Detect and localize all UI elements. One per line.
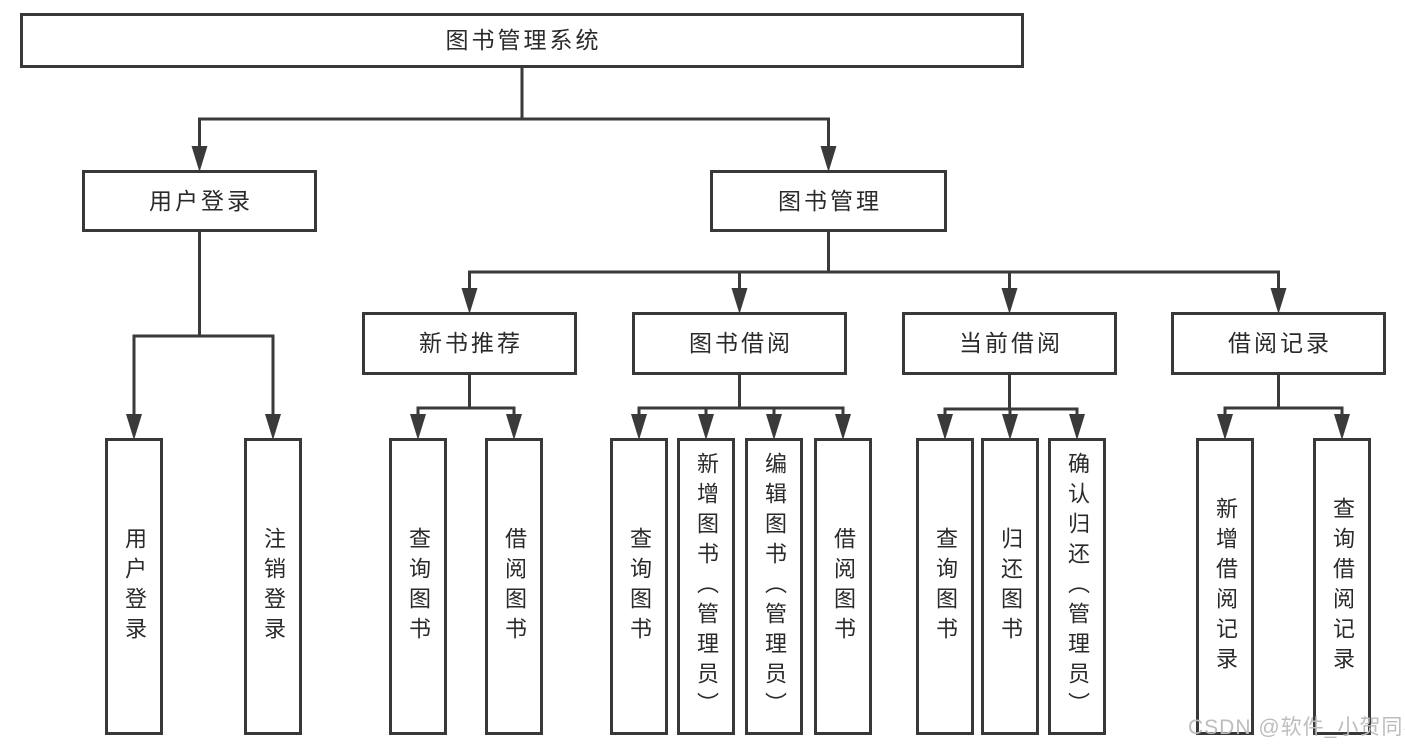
- node-bb-borrow: 借阅图书: [814, 438, 872, 735]
- node-cb-return: 归还图书: [981, 438, 1039, 735]
- node-label: 新书推荐: [419, 330, 523, 356]
- node-label: 新增图书（管理员）: [694, 451, 719, 722]
- node-bb-add: 新增图书（管理员）: [677, 438, 735, 735]
- node-label: 当前借阅: [959, 330, 1063, 356]
- node-label: 图书管理: [778, 187, 882, 214]
- node-label: 归还图书: [998, 526, 1023, 647]
- node-book-mgmt: 图书管理: [710, 170, 947, 232]
- node-root: 图书管理系统: [20, 13, 1024, 68]
- node-book-borrow: 图书借阅: [632, 312, 847, 375]
- node-label: 借阅图书: [502, 526, 527, 647]
- node-nb-query: 查询图书: [389, 438, 447, 735]
- node-cb-confirm: 确认归还（管理员）: [1048, 438, 1106, 735]
- node-label: 编辑图书（管理员）: [762, 451, 787, 722]
- node-label: 用户登录: [122, 526, 147, 647]
- node-label: 新增借阅记录: [1213, 496, 1238, 677]
- node-label: 图书管理系统: [445, 27, 602, 53]
- node-nb-borrow: 借阅图书: [485, 438, 543, 735]
- node-label: 注销登录: [261, 526, 286, 647]
- node-user-login: 用户登录: [82, 170, 317, 232]
- node-bb-edit: 编辑图书（管理员）: [745, 438, 803, 735]
- node-borrow-record: 借阅记录: [1171, 312, 1386, 375]
- node-current-borrow: 当前借阅: [902, 312, 1117, 375]
- node-br-query: 查询借阅记录: [1313, 438, 1371, 735]
- node-ul-logout: 注销登录: [244, 438, 302, 735]
- node-label: 查询图书: [627, 526, 652, 647]
- node-br-add: 新增借阅记录: [1196, 438, 1254, 735]
- watermark: CSDN @软件_小贺同学: [1188, 716, 1405, 739]
- node-label: 用户登录: [149, 187, 253, 214]
- node-label: 查询图书: [406, 526, 431, 647]
- node-label: 借阅记录: [1228, 330, 1332, 356]
- node-ul-login: 用户登录: [105, 438, 163, 735]
- node-label: 查询借阅记录: [1330, 496, 1355, 677]
- node-bb-query: 查询图书: [610, 438, 668, 735]
- node-cb-query: 查询图书: [916, 438, 974, 735]
- node-label: 图书借阅: [689, 330, 793, 356]
- node-new-book-rec: 新书推荐: [362, 312, 577, 375]
- node-label: 确认归还（管理员）: [1065, 451, 1090, 722]
- node-label: 查询图书: [933, 526, 958, 647]
- node-label: 借阅图书: [831, 526, 856, 647]
